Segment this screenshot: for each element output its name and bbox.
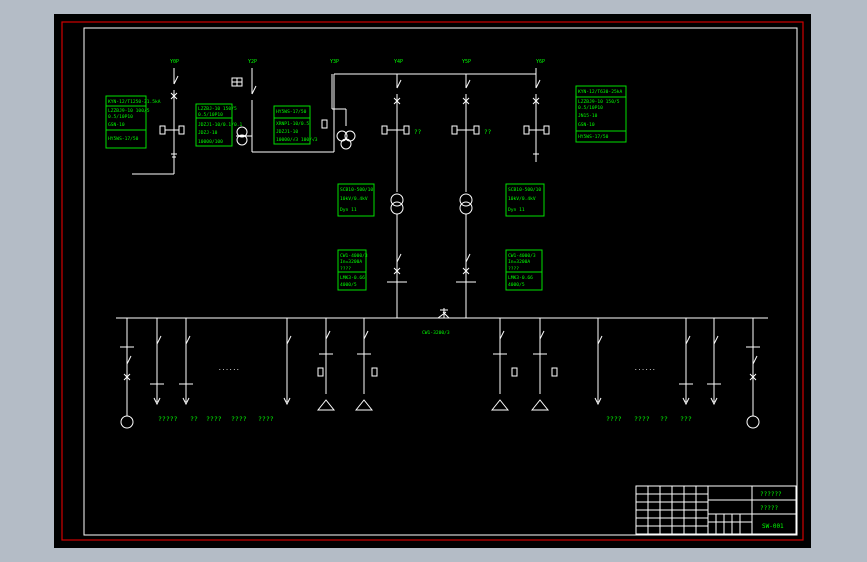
bay-label: Y5P — [462, 59, 471, 65]
lv-capacitor-feeder-right-2 — [530, 318, 558, 411]
single-line-diagram: Y0P Y2P Y3P Y4P Y5P Y6P — [61, 21, 804, 541]
outer-red-border — [61, 21, 804, 541]
spec-text: LMK3-0.66 — [340, 275, 365, 281]
box-pt: HY5WS-17/50 XRNP1-10/0.5 JDZJ1-10 10000/… — [273, 105, 318, 145]
box-lv-breaker-left: CW1-4000/3 In=3200A ???? LMK3-0.66 4000/… — [337, 249, 368, 291]
spec-text: In=3200A — [340, 259, 362, 265]
feeder-label: ????? — [158, 415, 178, 423]
bus-tie-label: CW1-3200/3 — [422, 330, 450, 336]
spec-text: LZZBJ-10 150/5 — [198, 106, 237, 112]
spec-text: HY5WS-17/50 — [276, 109, 307, 115]
box-transformer-right: SCB10-500/10 10kV/0.4kV Dyn 11 — [505, 183, 545, 217]
component-label: ?? — [414, 129, 422, 136]
bay-label: Y0P — [170, 59, 179, 65]
box-incoming-left: KYN-12/T1250-31.5kA LZZBJ9-10 100/5 0.5/… — [105, 95, 161, 149]
spec-text: Dyn 11 — [340, 207, 357, 213]
drawing-number: SW-001 — [762, 523, 784, 530]
spec-text: SCB10-500/10 — [508, 187, 541, 193]
spec-text: XRNP1-10/0.5 — [276, 121, 309, 127]
spec-text: KYN-12/T630-25kA — [578, 89, 622, 95]
title-block: ?????? ????? SW-001 — [635, 485, 797, 535]
inner-border — [83, 27, 798, 536]
component-label: ?? — [484, 129, 492, 136]
spec-text: 0.5/10P10 — [198, 112, 223, 118]
spec-text: 10000/√3 100/√3 — [276, 137, 318, 143]
spec-text: 0.5/10P10 — [578, 105, 603, 111]
spec-text: JN15-10 — [578, 113, 598, 119]
lv-feeder-left-1 — [150, 318, 164, 406]
feeder-label: ??? — [680, 415, 692, 423]
pt-bay — [321, 74, 356, 150]
feeder-label: ???? — [606, 415, 622, 423]
box-metering: LZZBJ-10 150/5 0.5/10P10 JDZJ1-10/0.1/0.… — [195, 103, 242, 147]
feeder-label: ???? — [231, 415, 247, 423]
lv-feeder-left-3 — [283, 318, 292, 406]
spec-text: LZZBJ9-10 150/5 — [578, 99, 620, 105]
bay-label: Y6P — [536, 59, 545, 65]
transformer-feeder-left — [381, 74, 410, 318]
bus-tie-breaker: CW1-3200/3 — [422, 308, 450, 336]
spec-text: JDZJ-10 — [198, 130, 218, 136]
feeder-label: ?? — [660, 415, 668, 423]
incoming-feeder-left — [132, 68, 185, 175]
spec-text: GSN-10 — [578, 122, 595, 128]
title-text: ?????? — [760, 491, 782, 498]
bay-label: Y4P — [394, 59, 403, 65]
spec-text: 10000/100 — [198, 139, 223, 145]
spec-text: 4000/5 — [340, 282, 357, 288]
ellipsis: ...... — [634, 365, 656, 372]
spec-text: 0.5/10P10 — [108, 114, 133, 120]
spec-text: LMK3-0.66 — [508, 275, 533, 281]
spec-text: 10kV/0.4kV — [508, 196, 536, 202]
lv-feeder-generator-left — [120, 318, 134, 429]
feeder-label: ???? — [258, 415, 274, 423]
spec-text: JDZJ1-10/0.1/0.1 — [198, 122, 242, 128]
spec-text: JDZJ1-10 — [276, 129, 298, 135]
transformer-feeder-right — [451, 74, 480, 318]
spec-text: KYN-12/T1250-31.5kA — [108, 99, 161, 105]
incoming-feeder-right — [523, 68, 550, 162]
box-transformer-left: SCB10-500/10 10kV/0.4kV Dyn 11 — [337, 183, 375, 217]
feeder-label: ???? — [634, 415, 650, 423]
lv-feeder-right-2 — [679, 318, 693, 406]
lv-capacitor-feeder-left-1 — [316, 318, 336, 411]
spec-text: SCB10-500/10 — [340, 187, 373, 193]
spec-text: GSN-10 — [108, 122, 125, 128]
feeder-label: ?? — [190, 415, 198, 423]
spec-text: HY5WS-17/50 — [578, 134, 609, 140]
spec-text: ???? — [508, 266, 519, 272]
lv-feeder-generator-right — [746, 318, 760, 429]
lv-capacitor-feeder-right-1 — [490, 318, 518, 411]
box-incoming-right: KYN-12/T630-25kA LZZBJ9-10 150/5 0.5/10P… — [575, 85, 627, 143]
lv-capacitor-feeder-left-2 — [354, 318, 378, 411]
bay-label: Y3P — [330, 59, 339, 65]
spec-text: CW1-4000/3 — [508, 253, 536, 259]
feeder-label: ???? — [206, 415, 222, 423]
spec-text: In=3200A — [508, 259, 530, 265]
spec-text: Dyn 11 — [508, 207, 525, 213]
spec-text: CW1-4000/3 — [340, 253, 368, 259]
bay-label: Y2P — [248, 59, 257, 65]
box-lv-breaker-right: CW1-4000/3 In=3200A ???? LMK3-0.66 4000/… — [505, 249, 543, 291]
metering-bay — [231, 68, 335, 153]
spec-text: HY5WS-17/50 — [108, 136, 139, 142]
spec-text: 4000/5 — [508, 282, 525, 288]
title-text: ????? — [760, 505, 778, 512]
drawing-sheet: Y0P Y2P Y3P Y4P Y5P Y6P — [54, 14, 811, 548]
spec-text: LZZBJ9-10 100/5 — [108, 108, 150, 114]
spec-text: 10kV/0.4kV — [340, 196, 368, 202]
spec-text: ???? — [340, 266, 351, 272]
lv-feeder-right-3 — [707, 318, 721, 406]
lv-feeder-right-1 — [594, 318, 603, 406]
ellipsis: ...... — [218, 365, 240, 372]
lv-feeder-left-2 — [179, 318, 193, 406]
